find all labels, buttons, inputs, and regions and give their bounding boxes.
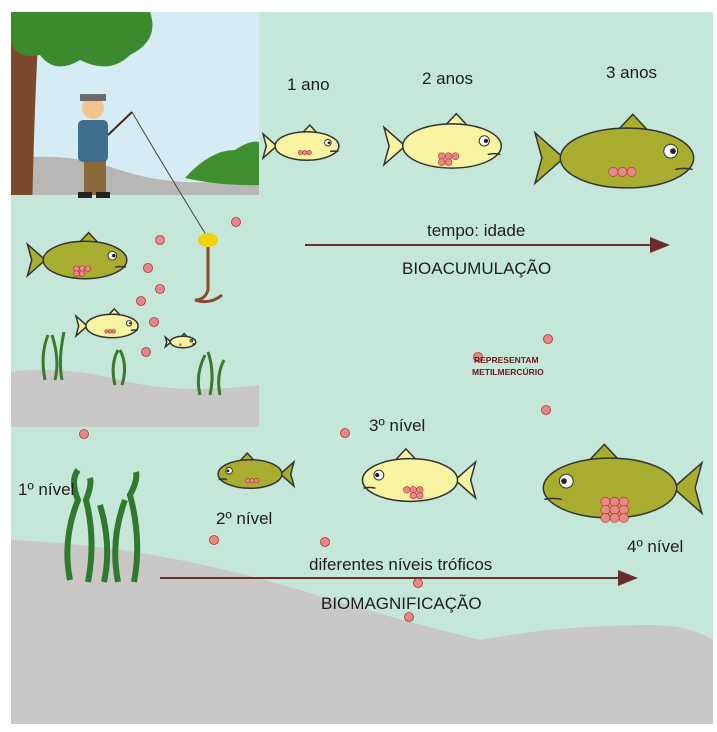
mercury-dot: [80, 430, 89, 439]
mercury-dot: [137, 297, 146, 306]
mercury-dot: [542, 406, 551, 415]
level-label-3: 3º nível: [369, 417, 425, 434]
legend-line-1: REPRESENTAM: [474, 356, 539, 365]
age-label-2: 2 anos: [422, 70, 473, 87]
level-label-2: 2º nível: [216, 510, 272, 527]
legend-line-2: METILMERCÚRIO: [472, 368, 544, 377]
mercury-dot: [544, 335, 553, 344]
trophic-arrow-label: diferentes níveis tróficos: [309, 556, 492, 573]
age-label-1: 1 ano: [287, 76, 330, 93]
mercury-dot: [156, 285, 165, 294]
level-label-1: 1º nível: [18, 481, 74, 498]
mercury-dot: [232, 218, 241, 227]
time-arrow-label: tempo: idade: [427, 222, 525, 239]
mercury-dot: [142, 348, 151, 357]
mercury-dot: [341, 429, 350, 438]
bobber: [198, 233, 218, 247]
mercury-dot: [414, 579, 423, 588]
fishing-scene: [11, 12, 259, 427]
mercury-dot: [210, 536, 219, 545]
mercury-dot: [150, 318, 159, 327]
mercury-dot: [321, 538, 330, 547]
mercury-dot: [405, 613, 414, 622]
age-label-3: 3 anos: [606, 64, 657, 81]
mercury-dot: [144, 264, 153, 273]
mercury-dot: [156, 236, 165, 245]
bioaccumulation-title: BIOACUMULAÇÃO: [402, 260, 551, 277]
biomagnification-title: BIOMAGNIFICAÇÃO: [321, 595, 482, 612]
level-label-4: 4º nível: [627, 538, 683, 555]
